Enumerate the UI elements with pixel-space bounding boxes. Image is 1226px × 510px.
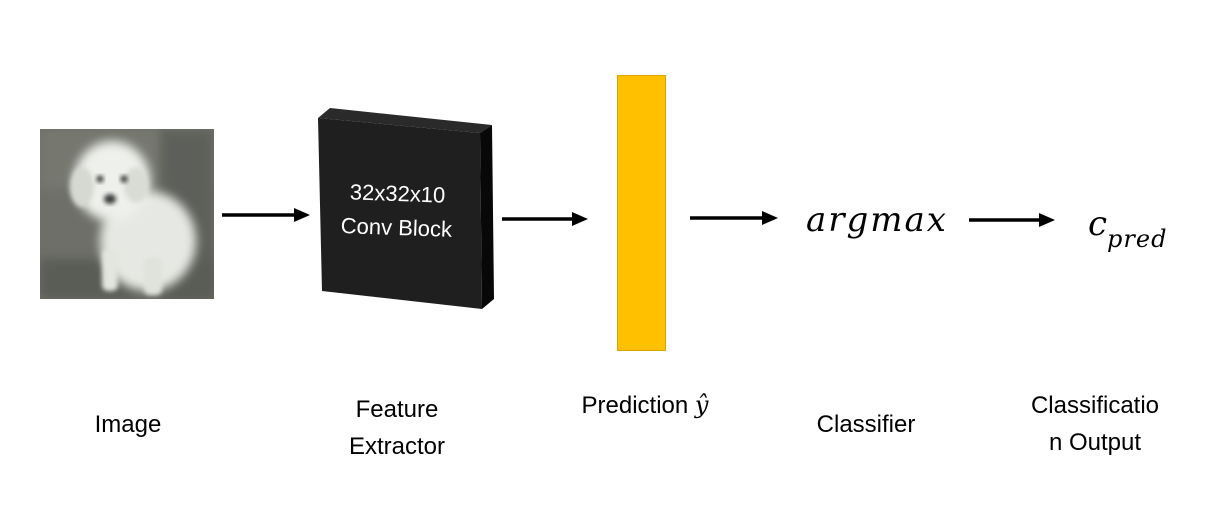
arrow-icon-classifier-to-output	[969, 213, 1055, 227]
arrow-icon-extractor-to-prediction	[502, 212, 588, 226]
caption-classifier-text: Classifier	[816, 411, 916, 438]
caption-output-line-1: Classificatio	[1030, 392, 1160, 419]
arrow-icon-image-to-extractor	[222, 208, 310, 222]
caption-feature-extractor: Feature Extractor	[322, 391, 472, 465]
dog-photo-icon	[40, 129, 214, 299]
caption-image-text: Image	[94, 411, 162, 438]
input-dog-image	[40, 129, 214, 299]
caption-output-line-2: n Output	[1048, 429, 1142, 456]
y-hat-symbol: ŷ	[694, 391, 709, 419]
caption-classification-output: Classificatio n Output	[1010, 387, 1180, 461]
arrow-icon-prediction-to-classifier	[690, 211, 778, 225]
caption-image: Image	[58, 406, 198, 443]
conv-block-dimensions: 32x32x10	[349, 179, 446, 208]
c-pred-base: c	[1088, 204, 1108, 244]
caption-prediction: Prediction ŷ	[555, 387, 735, 424]
caption-feature-line-1: Feature	[355, 396, 439, 423]
conv-block-label: 32x32x10 Conv Block	[321, 174, 473, 247]
prediction-vector-bar	[617, 75, 666, 351]
conv-block-name: Conv Block	[340, 213, 453, 242]
caption-prediction-text: Prediction	[581, 392, 689, 419]
conv-block	[318, 108, 494, 309]
c-pred-expression: cpred	[1088, 204, 1167, 253]
caption-classifier: Classifier	[796, 406, 936, 443]
caption-feature-line-2: Extractor	[348, 433, 446, 460]
argmax-expression: argmax	[806, 200, 948, 240]
c-pred-subscript: pred	[1107, 225, 1168, 253]
caption-prediction-line: Prediction ŷ	[555, 387, 735, 424]
